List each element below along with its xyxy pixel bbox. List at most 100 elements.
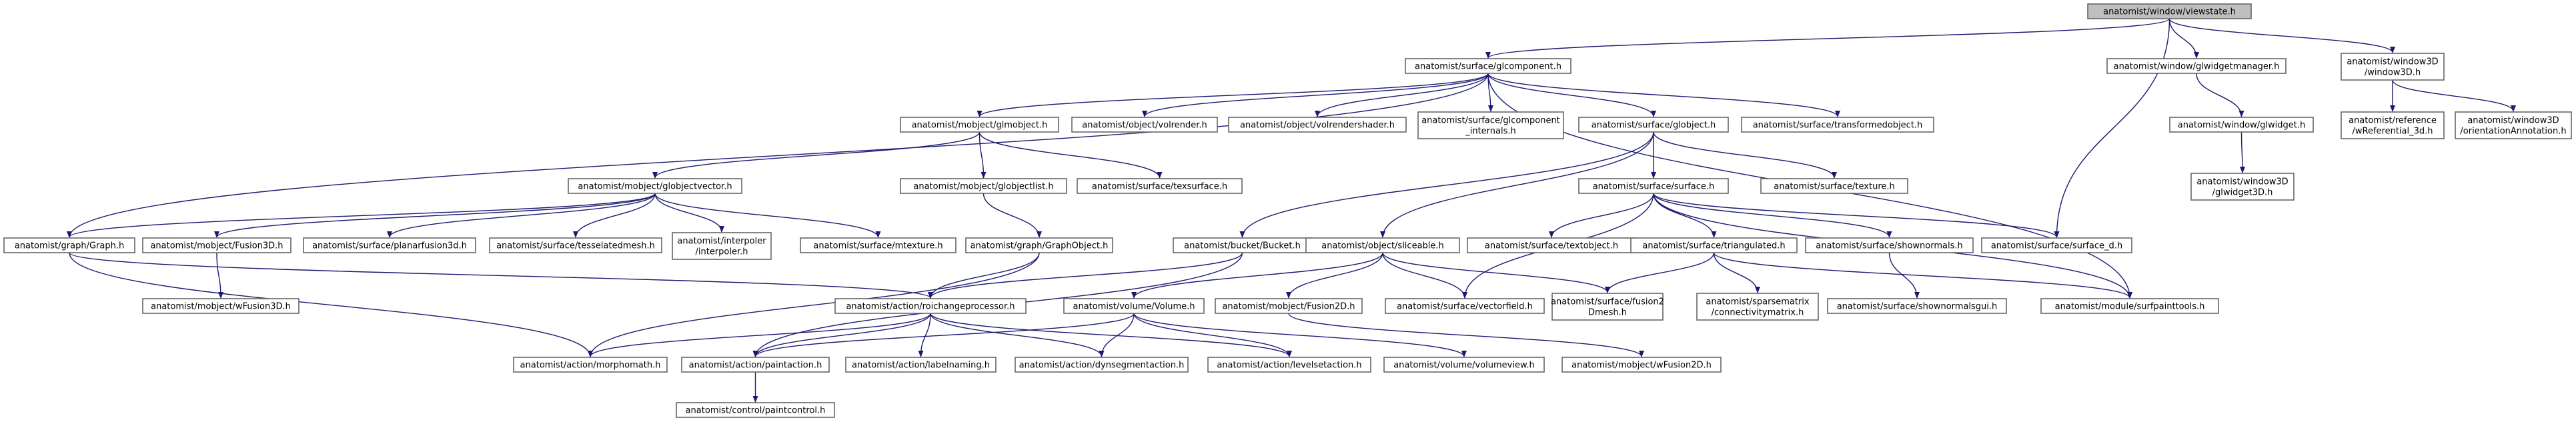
node-wfusion3d[interactable]: anatomist/mobject/wFusion3D.h [142,298,299,314]
node-graphobject[interactable]: anatomist/graph/GraphObject.h [965,237,1113,253]
node-paintcontrol[interactable]: anatomist/control/paintcontrol.h [676,402,835,418]
node-vectorfield[interactable]: anatomist/surface/vectorfield.h [1385,298,1545,314]
node-label: anatomist/surface/triangulated.h [1642,241,1785,251]
node-window3d[interactable]: anatomist/window3D/window3D.h [2341,53,2445,81]
node-label: /window3D.h [2365,68,2421,78]
node-label: anatomist/surface/mtexture.h [813,241,942,251]
node-label: anatomist/volume/volumeview.h [1393,361,1535,371]
edge-globject-to-texture [1653,131,1837,179]
node-label: anatomist/surface/planarfusion3d.h [312,241,467,251]
node-label: anatomist/action/labelnaming.h [852,361,990,371]
node-globjectlist[interactable]: anatomist/mobject/globjectlist.h [900,178,1067,194]
node-paintaction[interactable]: anatomist/action/paintaction.h [681,357,830,373]
node-interpoler[interactable]: anatomist/interpoler/interpoler.h [672,232,772,260]
node-transformedobject[interactable]: anatomist/surface/transformedobject.h [1741,117,1934,133]
node-glwidget3d[interactable]: anatomist/window3D/glwidget3D.h [2190,173,2295,201]
node-glwidget[interactable]: anatomist/window/glwidget.h [2169,117,2314,133]
node-label: anatomist/object/volrendershader.h [1240,121,1395,131]
edge-triangulated-to-surfpainttools [1713,252,2132,299]
node-label: anatomist/surface/shownormalsgui.h [1837,302,1998,312]
node-label: anatomist/sparsematrix [1706,297,1810,307]
node-label: anatomist/object/volrender.h [1082,121,1207,131]
node-sparsematrix[interactable]: anatomist/sparsematrix/connectivitymatri… [1696,293,1819,321]
node-wfusion2d[interactable]: anatomist/mobject/wFusion2D.h [1561,357,1722,373]
node-box [2341,53,2445,81]
edge-graphobject-to-roichangeprocessor [928,252,1040,299]
node-root: anatomist/window/viewstate.h [2087,3,2252,19]
node-texture[interactable]: anatomist/surface/texture.h [1760,178,1908,194]
edge-roichangeprocessor-to-paintaction [752,313,931,357]
edge-glmobject-to-globjectlist [979,131,987,179]
node-label: anatomist/action/roichangeprocessor.h [846,302,1015,312]
node-box [965,237,1113,253]
node-label: anatomist/surface/textobject.h [1485,241,1618,251]
node-surfpainttools[interactable]: anatomist/module/surfpainttools.h [2040,298,2219,314]
node-glcomponent[interactable]: anatomist/surface/glcomponent.h [1405,58,1571,74]
node-box [1696,293,1819,321]
node-label: anatomist/mobject/glmobject.h [912,121,1048,131]
node-label: /connectivitymatrix.h [1712,308,1804,318]
node-volume[interactable]: anatomist/volume/Volume.h [1063,298,1205,314]
node-planarfusion3d[interactable]: anatomist/surface/planarfusion3d.h [303,237,476,253]
edge-globjectvector-to-mtexture [654,193,881,238]
node-wreferential[interactable]: anatomist/reference/wReferential_3d.h [2341,111,2445,139]
edge-glcomponent-to-graph [67,73,1489,238]
edge-glmobject-to-globjectvector [652,131,981,179]
edge-fusion2d-to-wfusion2d [1288,313,1644,357]
node-morphomath[interactable]: anatomist/action/morphomath.h [513,357,668,373]
node-tesselatedmesh[interactable]: anatomist/surface/tesselatedmesh.h [489,237,662,253]
edge-glcomponent-to-transformedobject [1487,73,1840,117]
node-levelsetaction[interactable]: anatomist/action/levelsetaction.h [1207,357,1371,373]
node-labelnaming[interactable]: anatomist/action/labelnaming.h [845,357,997,373]
node-volrender[interactable]: anatomist/object/volrender.h [1071,117,1218,133]
node-orientationannotation[interactable]: anatomist/window3D/orientationAnnotation… [2455,111,2572,139]
node-box [2169,117,2314,133]
node-mtexture[interactable]: anatomist/surface/mtexture.h [800,237,956,253]
node-fusion2d[interactable]: anatomist/mobject/Fusion2D.h [1215,298,1363,314]
node-glwidgetmanager[interactable]: anatomist/window/glwidgetmanager.h [2106,58,2287,74]
node-surface[interactable]: anatomist/surface/surface.h [1578,178,1729,194]
edge-surface-to-textobject [1549,193,1654,238]
node-dynsegmentaction[interactable]: anatomist/action/dynsegmentaction.h [1015,357,1189,373]
node-roichangeprocessor[interactable]: anatomist/action/roichangeprocessor.h [834,298,1027,314]
node-shownormalsgui[interactable]: anatomist/surface/shownormalsgui.h [1827,298,2007,314]
node-label: anatomist/surface/texsurface.h [1092,182,1227,192]
node-shownormals[interactable]: anatomist/surface/shownormals.h [1805,237,1974,253]
node-textobject[interactable]: anatomist/surface/textobject.h [1467,237,1636,253]
node-label: anatomist/window/glwidgetmanager.h [2114,62,2280,72]
edge-glcomponent-to-globject [1487,73,1656,117]
node-box [676,402,835,418]
node-label: /wReferential_3d.h [2352,127,2433,137]
node-globjectvector[interactable]: anatomist/mobject/globjectvector.h [568,178,742,194]
node-bucket[interactable]: anatomist/bucket/Bucket.h [1173,237,1312,253]
edge-globjectvector-to-interpoler [654,193,724,233]
node-sliceable[interactable]: anatomist/object/sliceable.h [1305,237,1460,253]
node-volrendershader[interactable]: anatomist/object/volrendershader.h [1228,117,1407,133]
node-fusion3d[interactable]: anatomist/mobject/Fusion3D.h [142,237,291,253]
edge-sliceable-to-volume [1131,252,1383,299]
node-box [1383,357,1545,373]
node-box [1228,117,1407,133]
edge-layer [67,18,2516,403]
node-glcomponent_internals[interactable]: anatomist/surface/glcomponent_internals.… [1417,111,1564,139]
node-label: /interpoler.h [695,247,748,257]
node-box [672,232,772,260]
node-label: anatomist/mobject/Fusion3D.h [150,241,283,251]
node-box [900,178,1067,194]
node-glmobject[interactable]: anatomist/mobject/glmobject.h [900,117,1059,133]
node-graph[interactable]: anatomist/graph/Graph.h [3,237,135,253]
node-box [1741,117,1934,133]
node-texsurface[interactable]: anatomist/surface/texsurface.h [1077,178,1243,194]
node-surface_d[interactable]: anatomist/surface/surface_d.h [1981,237,2132,253]
node-globject[interactable]: anatomist/surface/globject.h [1578,117,1729,133]
node-box [845,357,997,373]
edge-surface-to-shownormals [1653,193,1892,238]
edge-glcomponent-to-glmobject [977,73,1489,117]
edge-graphobject-to-morphomath [588,252,1040,357]
node-triangulated[interactable]: anatomist/surface/triangulated.h [1630,237,1798,253]
node-volumeview[interactable]: anatomist/volume/volumeview.h [1383,357,1545,373]
edge-root-to-glwidgetmanager [2168,18,2199,59]
edge-globjectlist-to-graphobject [983,193,1042,238]
